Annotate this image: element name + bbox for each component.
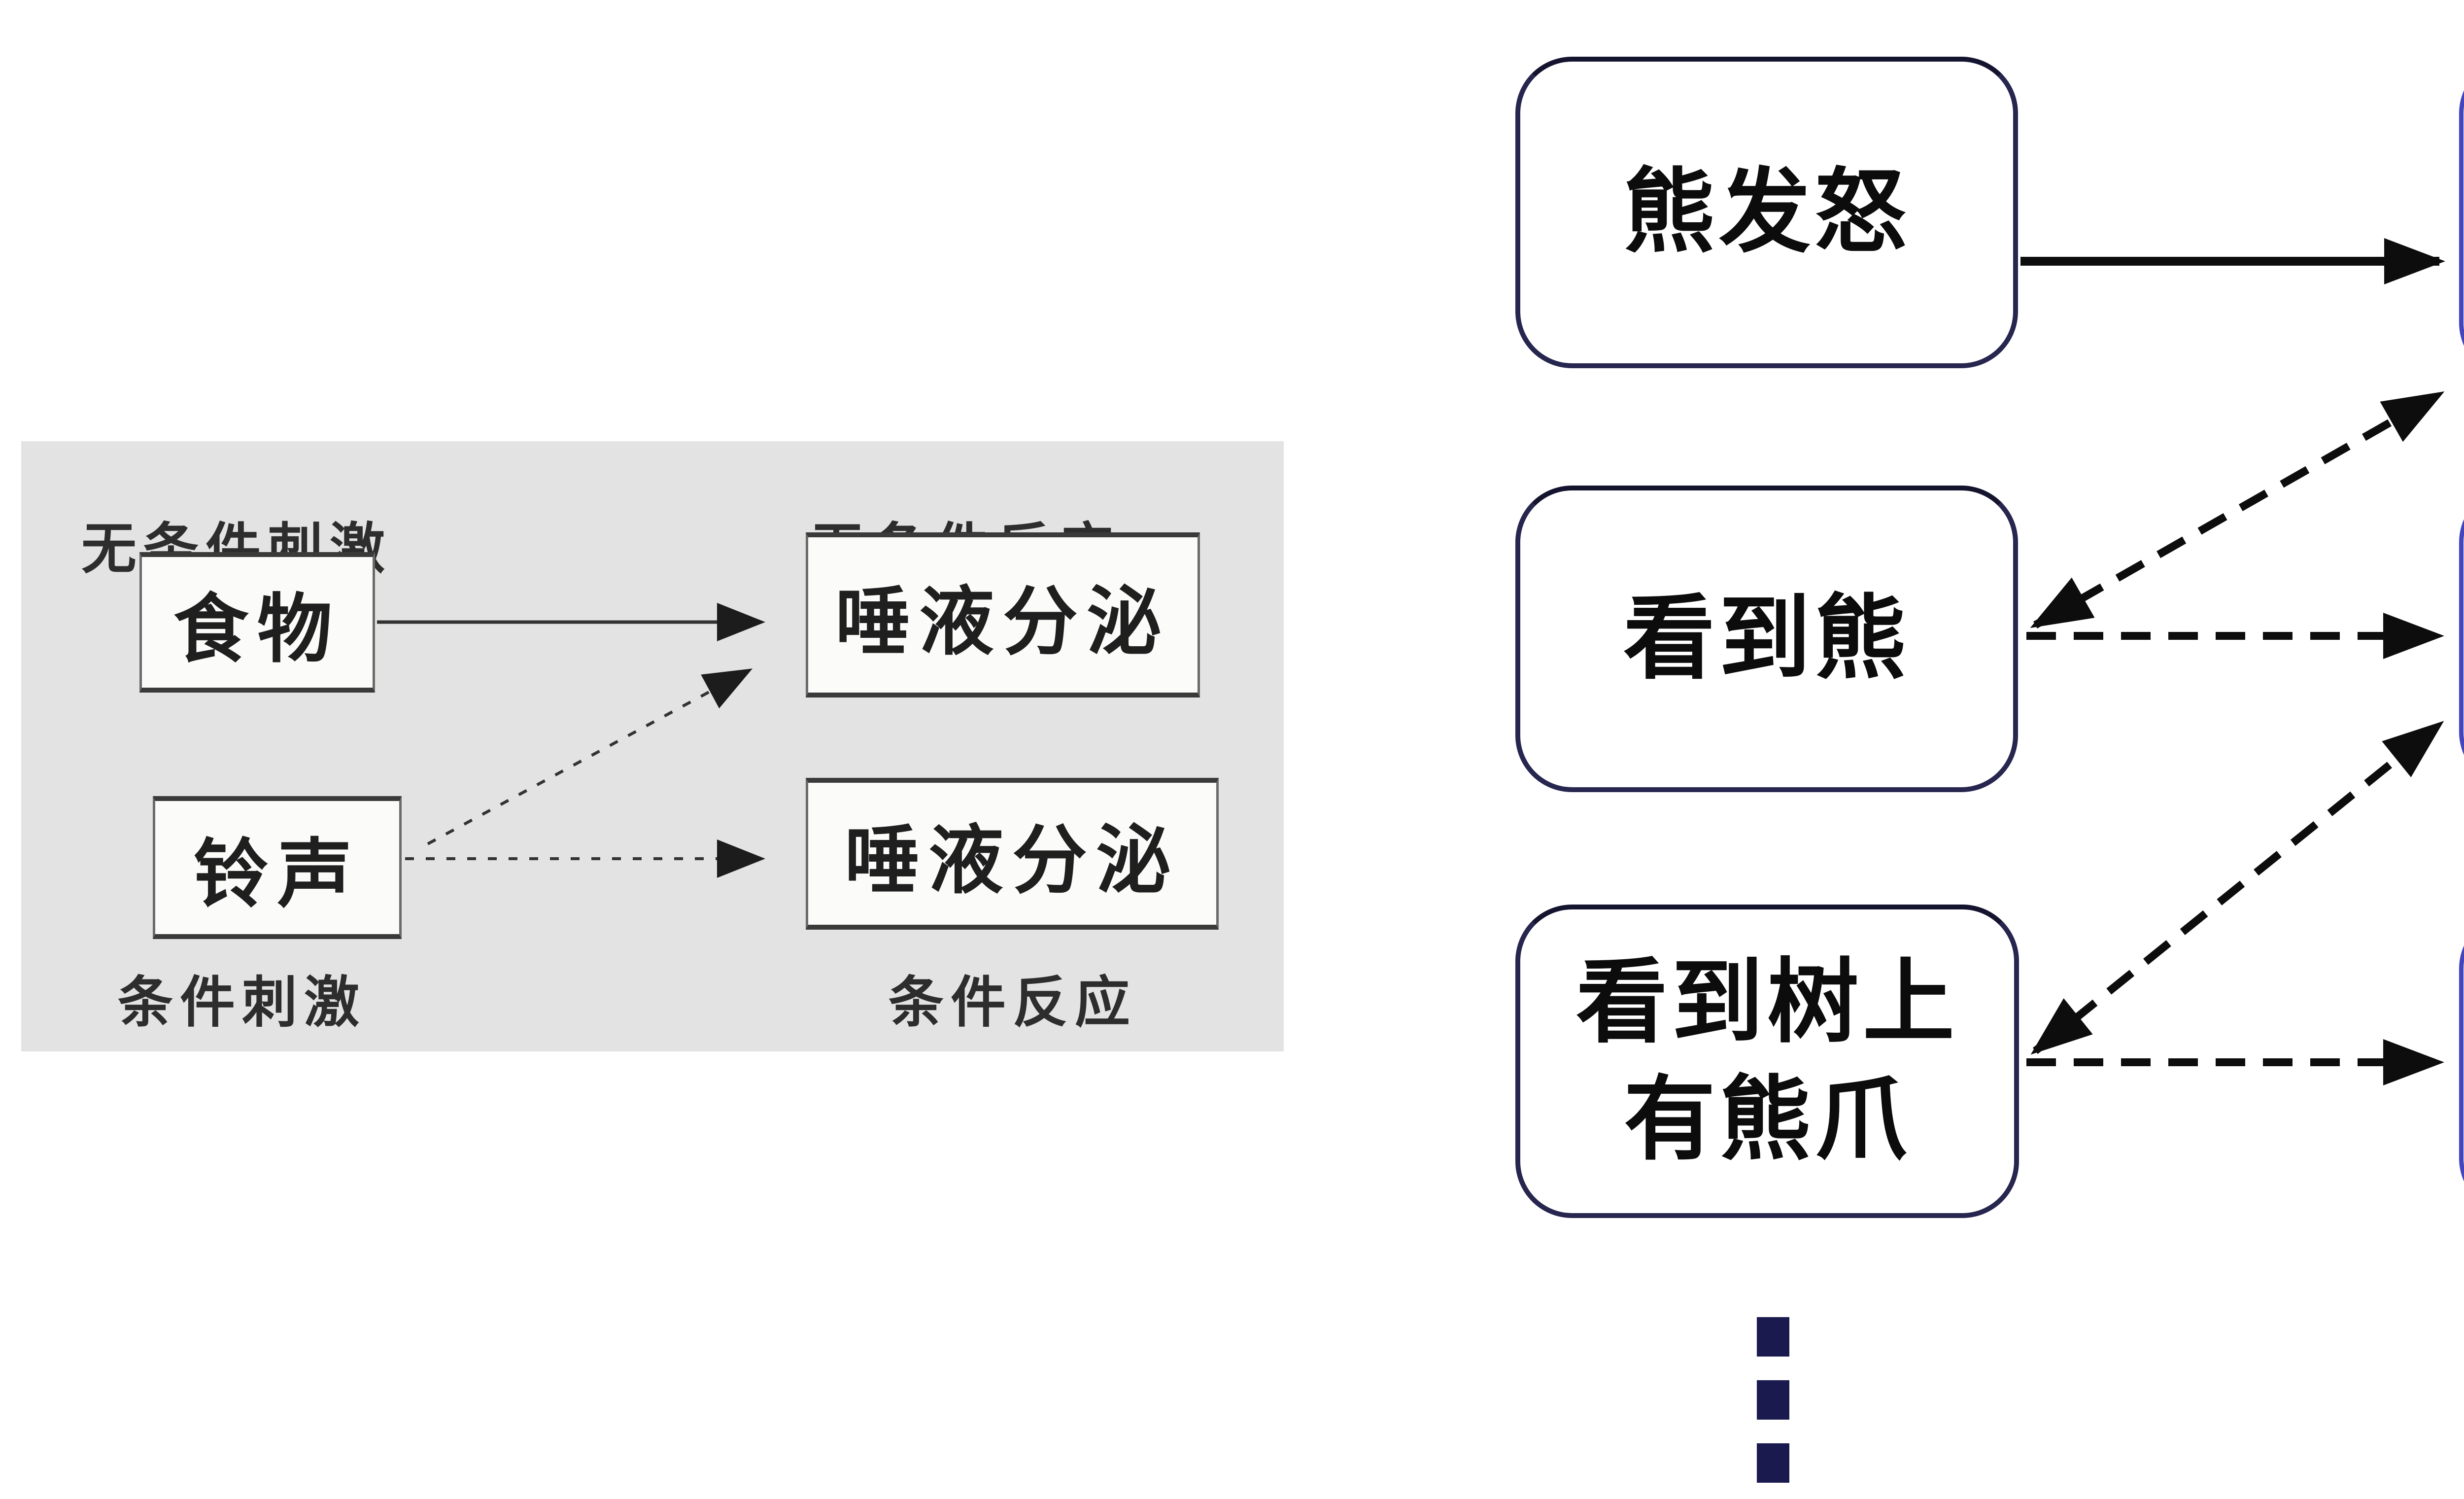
pavlov-panel: 无条件刺激 无条件反应 条件刺激 条件反应 食物 唾液分泌 铃声 唾液分泌 — [21, 441, 1284, 1051]
node-see-claw: 看到树上 有熊爪 — [1515, 905, 2019, 1218]
dot — [1757, 1380, 1789, 1420]
label-conditioned-stimulus: 条件刺激 — [118, 972, 366, 1033]
node-see-claw-label-line1: 看到树上 — [1575, 951, 1958, 1053]
node-see-claw-label-line2: 有熊爪 — [1623, 1069, 1911, 1171]
dashed-arrow-seebear-to-reward — [2030, 391, 2445, 628]
dashed-arrow-bell-to-salivation-top — [427, 668, 753, 845]
node-see-bear: 看到熊 — [1515, 486, 2018, 792]
ellipsis-left-icon — [1757, 1317, 1789, 1499]
node-bell: 铃声 — [153, 796, 402, 939]
dashed-arrow-seeclaw-to-vnext — [2030, 721, 2444, 1055]
node-bear-angry: 熊发怒 — [1515, 57, 2018, 368]
dot — [1757, 1317, 1789, 1357]
node-food: 食物 — [139, 552, 375, 693]
node-salivation-bottom: 唾液分泌 — [806, 778, 1219, 930]
node-salivation-top: 唾液分泌 — [806, 532, 1200, 697]
node-see-bear-label: 看到熊 — [1623, 587, 1910, 690]
node-bear-angry-label: 熊发怒 — [1623, 161, 1910, 263]
label-conditioned-response: 条件反应 — [889, 972, 1137, 1033]
dot — [1757, 1443, 1789, 1483]
